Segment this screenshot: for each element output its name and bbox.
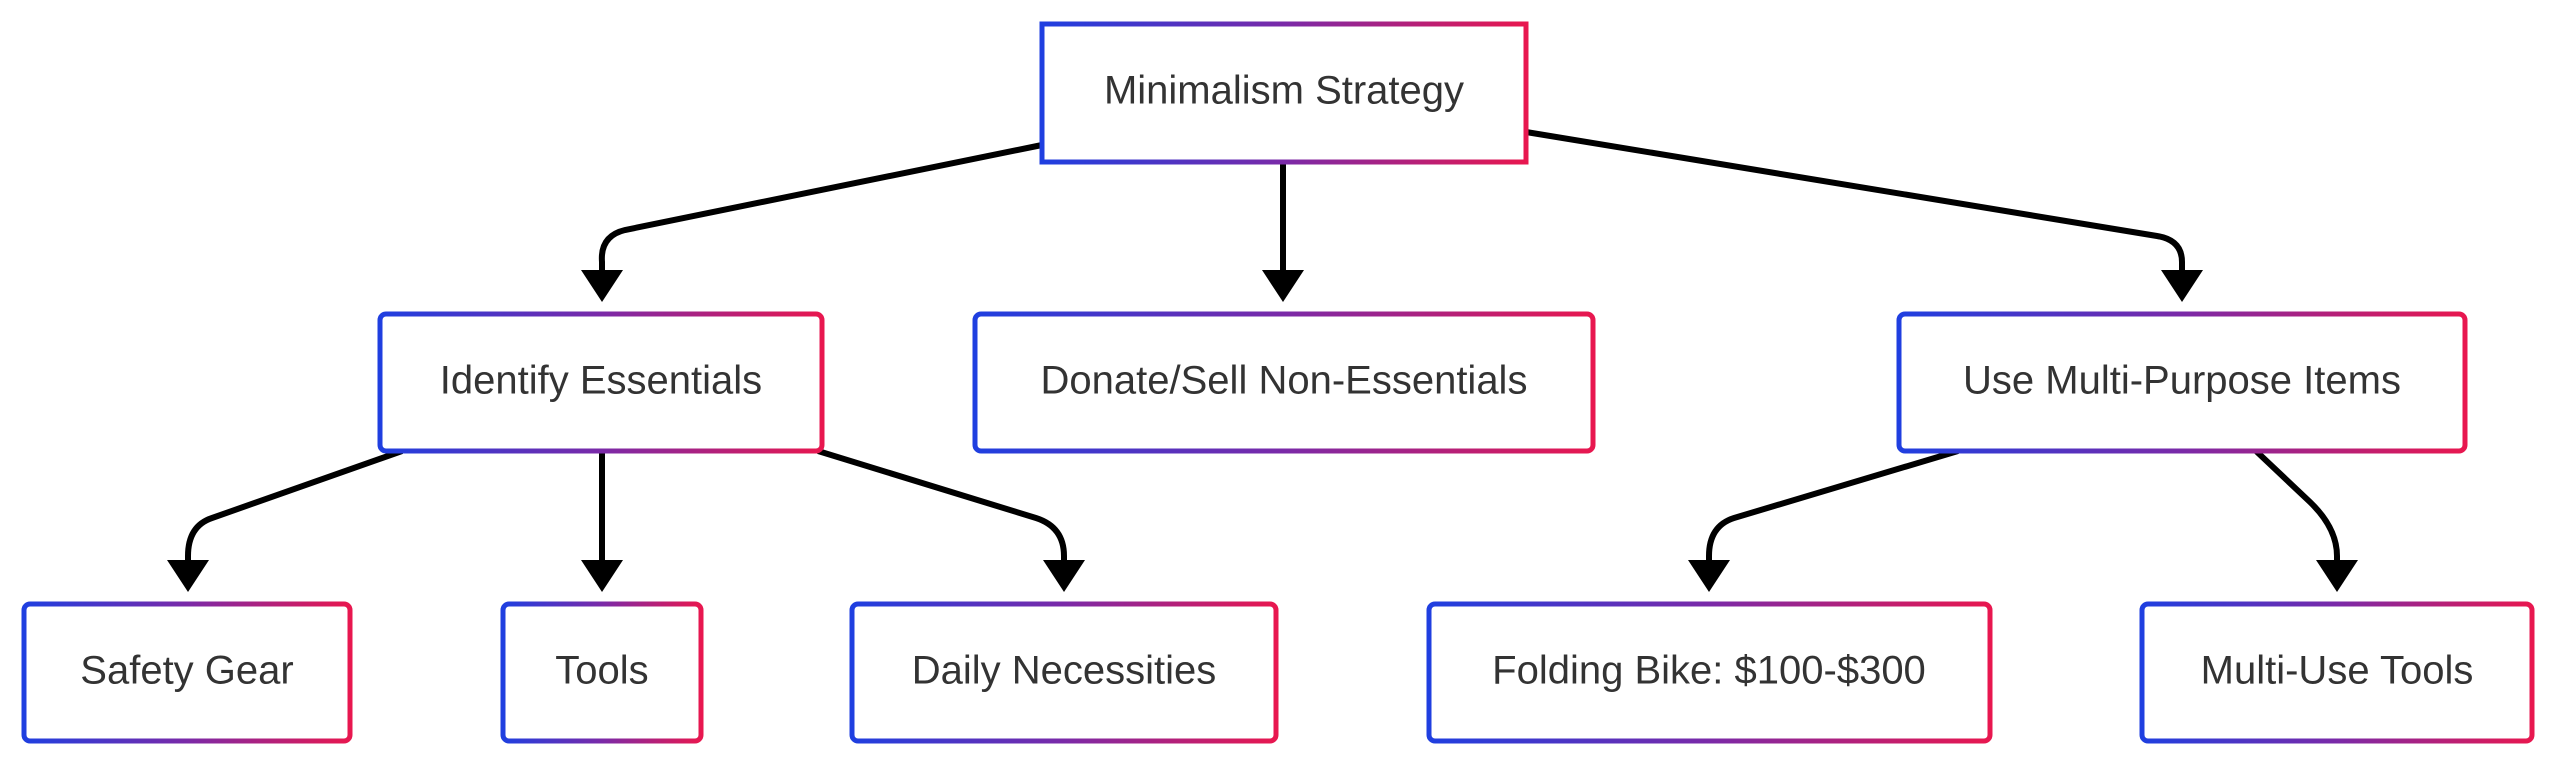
node-label-donate-sell: Donate/Sell Non-Essentials — [1041, 359, 1528, 403]
edge-minimalism-to-multi-purpose — [1525, 129, 2203, 302]
edge-identify-to-safety-gear — [167, 448, 403, 592]
edge-multi-purpose-to-multi-use-tools — [2253, 448, 2358, 592]
node-label-identify-essentials: Identify Essentials — [440, 359, 762, 403]
node-label-safety-gear: Safety Gear — [80, 649, 293, 693]
node-safety-gear[interactable]: Safety Gear — [21, 601, 353, 744]
edge-minimalism-to-identify — [581, 142, 1043, 302]
node-multi-purpose[interactable]: Use Multi-Purpose Items — [1896, 311, 2468, 454]
edges — [167, 129, 2358, 592]
node-daily-necessities[interactable]: Daily Necessities — [849, 601, 1279, 744]
edge-multi-purpose-to-folding-bike — [1688, 448, 1959, 592]
node-tools[interactable]: Tools — [500, 601, 704, 744]
node-label-daily-necessities: Daily Necessities — [912, 649, 1217, 693]
edge-identify-to-tools — [581, 451, 623, 592]
node-label-folding-bike: Folding Bike: $100-$300 — [1492, 649, 1926, 693]
node-label-multi-purpose: Use Multi-Purpose Items — [1963, 359, 2401, 403]
node-label-multi-use-tools: Multi-Use Tools — [2201, 649, 2474, 693]
node-minimalism-strategy[interactable]: Minimalism Strategy — [1039, 21, 1529, 165]
edge-identify-to-daily-necessities — [817, 448, 1085, 592]
node-folding-bike[interactable]: Folding Bike: $100-$300 — [1426, 601, 1993, 744]
node-multi-use-tools[interactable]: Multi-Use Tools — [2139, 601, 2535, 744]
node-label-tools: Tools — [555, 649, 648, 693]
nodes: Minimalism Strategy Identify Essentials … — [21, 21, 2535, 744]
node-identify-essentials[interactable]: Identify Essentials — [377, 311, 825, 454]
node-donate-sell[interactable]: Donate/Sell Non-Essentials — [972, 311, 1596, 454]
node-label-minimalism-strategy: Minimalism Strategy — [1104, 69, 1464, 113]
edge-minimalism-to-donate — [1262, 162, 1304, 302]
